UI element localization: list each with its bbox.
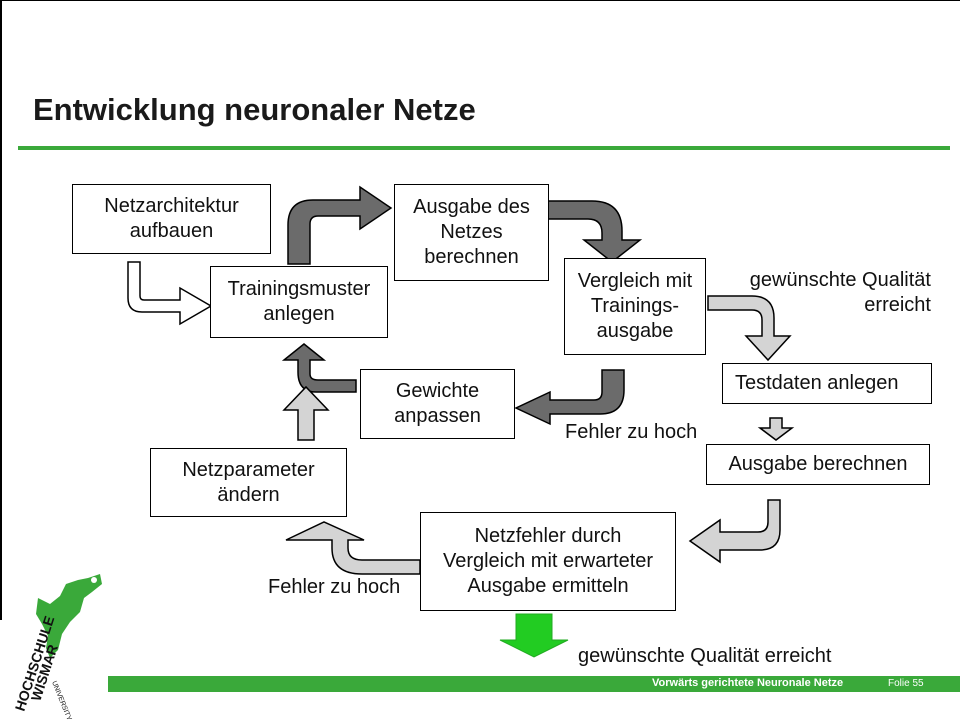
arrow-ausgabe-to-netzfehler <box>688 499 781 564</box>
label-fehler-zu-hoch-2: Fehler zu hoch <box>268 576 401 598</box>
label-qualitaet-erreicht-1: gewünschte Qualität erreicht <box>749 269 931 316</box>
arrow-ausgabe-to-vergleich <box>547 200 643 263</box>
left-border <box>0 0 2 620</box>
arrow-vergleich-to-gewichte <box>514 369 625 426</box>
logo-figure-icon <box>36 574 102 658</box>
footer-bar <box>108 676 960 692</box>
arrow-gewichte-to-training <box>281 343 357 393</box>
label-qualitaet-erreicht-2: gewünschte Qualität erreicht <box>578 645 832 667</box>
arrow-training-to-ausgabe <box>287 185 393 265</box>
arrow-netzfehler-to-parameter <box>285 521 421 575</box>
arrow-parameter-to-training <box>282 385 330 441</box>
footer-title: Vorwärts gerichtete Neuronale Netze <box>652 677 844 689</box>
top-border <box>0 0 960 1</box>
hochschule-wismar-logo: HOCHSCHULE WISMAR UNIVERSITY OF <box>12 574 102 720</box>
box-netzfehler: Netzfehler durch Vergleich mit erwartete… <box>420 512 676 611</box>
page-number: Folie 55 <box>888 678 924 689</box>
box-netzarchitektur: Netzarchitektur aufbauen <box>72 184 271 254</box>
slide-title: Entwicklung neuronaler Netze <box>33 92 476 127</box>
arrow-architektur-to-training <box>127 261 213 326</box>
arrow-vergleich-to-testdaten <box>707 295 792 362</box>
box-vergleich: Vergleich mit Trainings- ausgabe <box>564 258 706 355</box>
box-testdaten: Testdaten anlegen <box>722 363 932 404</box>
box-netzparameter: Netzparameter ändern <box>150 448 347 517</box>
logo-subtitle: UNIVERSITY OF <box>50 680 77 720</box>
arrow-testdaten-to-ausgabe <box>757 417 795 441</box>
box-ausgabe-netz: Ausgabe des Netzes berechnen <box>394 184 549 281</box>
title-underline <box>18 146 950 150</box>
box-trainingsmuster: Trainingsmuster anlegen <box>210 266 388 338</box>
box-ausgabe-berechnen: Ausgabe berechnen <box>706 444 930 485</box>
logo-eye-icon <box>91 577 97 583</box>
arrow-quality-reached <box>499 613 569 658</box>
label-fehler-zu-hoch-1: Fehler zu hoch <box>565 421 698 443</box>
box-gewichte: Gewichte anpassen <box>360 369 515 439</box>
